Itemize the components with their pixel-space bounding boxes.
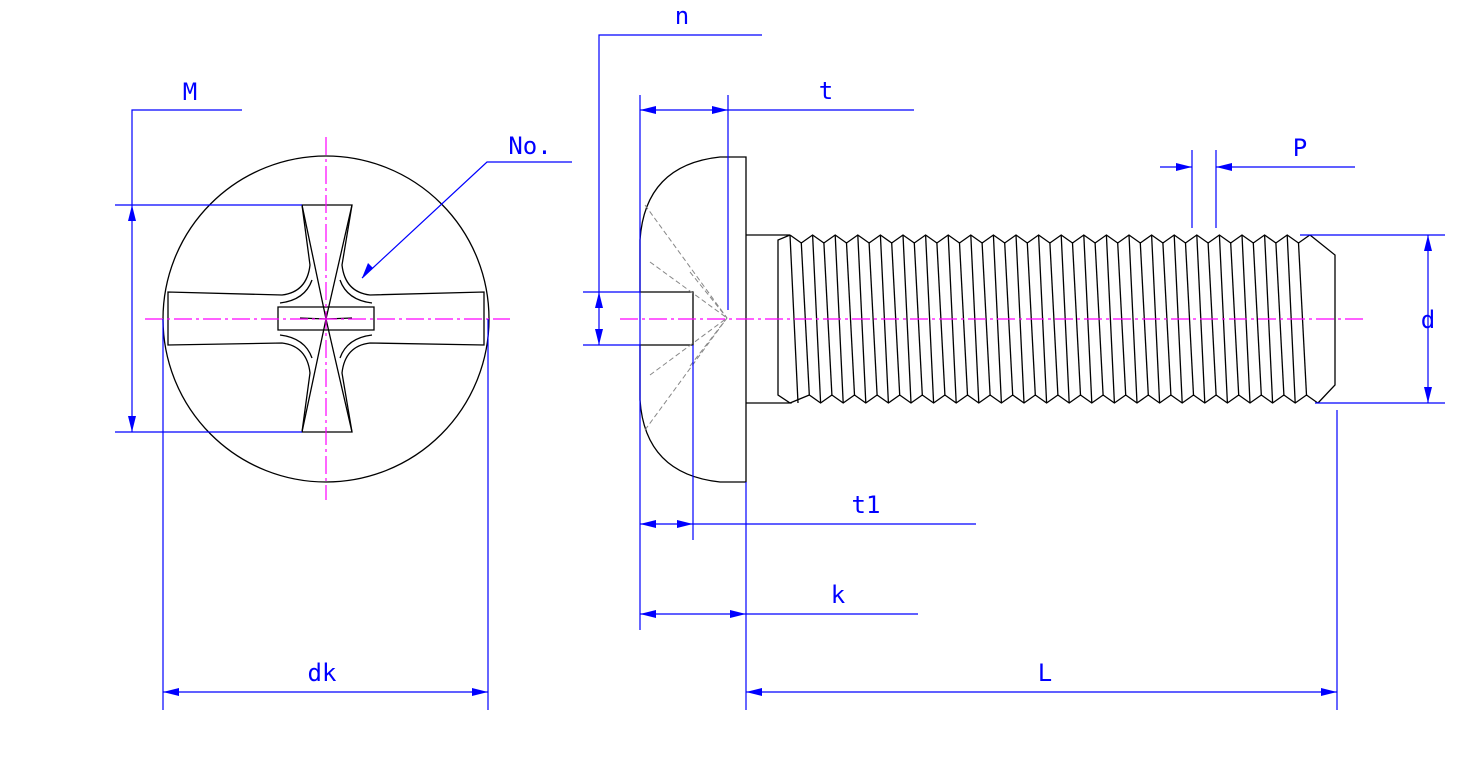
hidden-line — [649, 317, 728, 376]
label-dk: dk — [308, 659, 337, 687]
thread-root-line — [981, 242, 991, 396]
label-L: L — [1038, 659, 1052, 687]
thread-crest-line — [924, 234, 935, 404]
hidden-line — [644, 204, 728, 319]
thread-crest-line — [1128, 234, 1138, 404]
label-n: n — [675, 2, 689, 30]
recess-hidden-lines — [644, 204, 728, 431]
top-view — [145, 137, 510, 500]
thread-crest-line — [1105, 234, 1116, 404]
thread-crest-line — [902, 234, 912, 404]
thread-top-edge — [789, 234, 1311, 244]
thread-root-line — [1275, 242, 1285, 396]
thread-root-line — [1184, 242, 1195, 396]
thread-root-line — [1252, 242, 1262, 396]
label-M: M — [183, 78, 197, 106]
dimension-labels: n M t No. P d t1 k dk L — [183, 2, 1435, 687]
label-t: t — [819, 77, 833, 105]
label-k: k — [831, 581, 846, 609]
thread-root-line — [845, 242, 856, 396]
thread-root-line — [1049, 242, 1059, 396]
label-No: No. — [508, 132, 551, 160]
side-view — [620, 156, 1365, 483]
thread-root-line — [1071, 242, 1082, 396]
hidden-line — [644, 317, 728, 431]
shank-neck — [746, 234, 793, 404]
hidden-line — [689, 271, 728, 319]
hidden-line — [649, 261, 728, 319]
dimensions — [115, 34, 1445, 710]
label-t1: t1 — [852, 491, 881, 519]
thread-bottom-edge — [789, 394, 1319, 404]
screw-tip-chamfer — [1309, 234, 1336, 404]
label-P: P — [1293, 134, 1307, 162]
label-d: d — [1421, 306, 1435, 334]
thread-root-line — [868, 242, 878, 396]
